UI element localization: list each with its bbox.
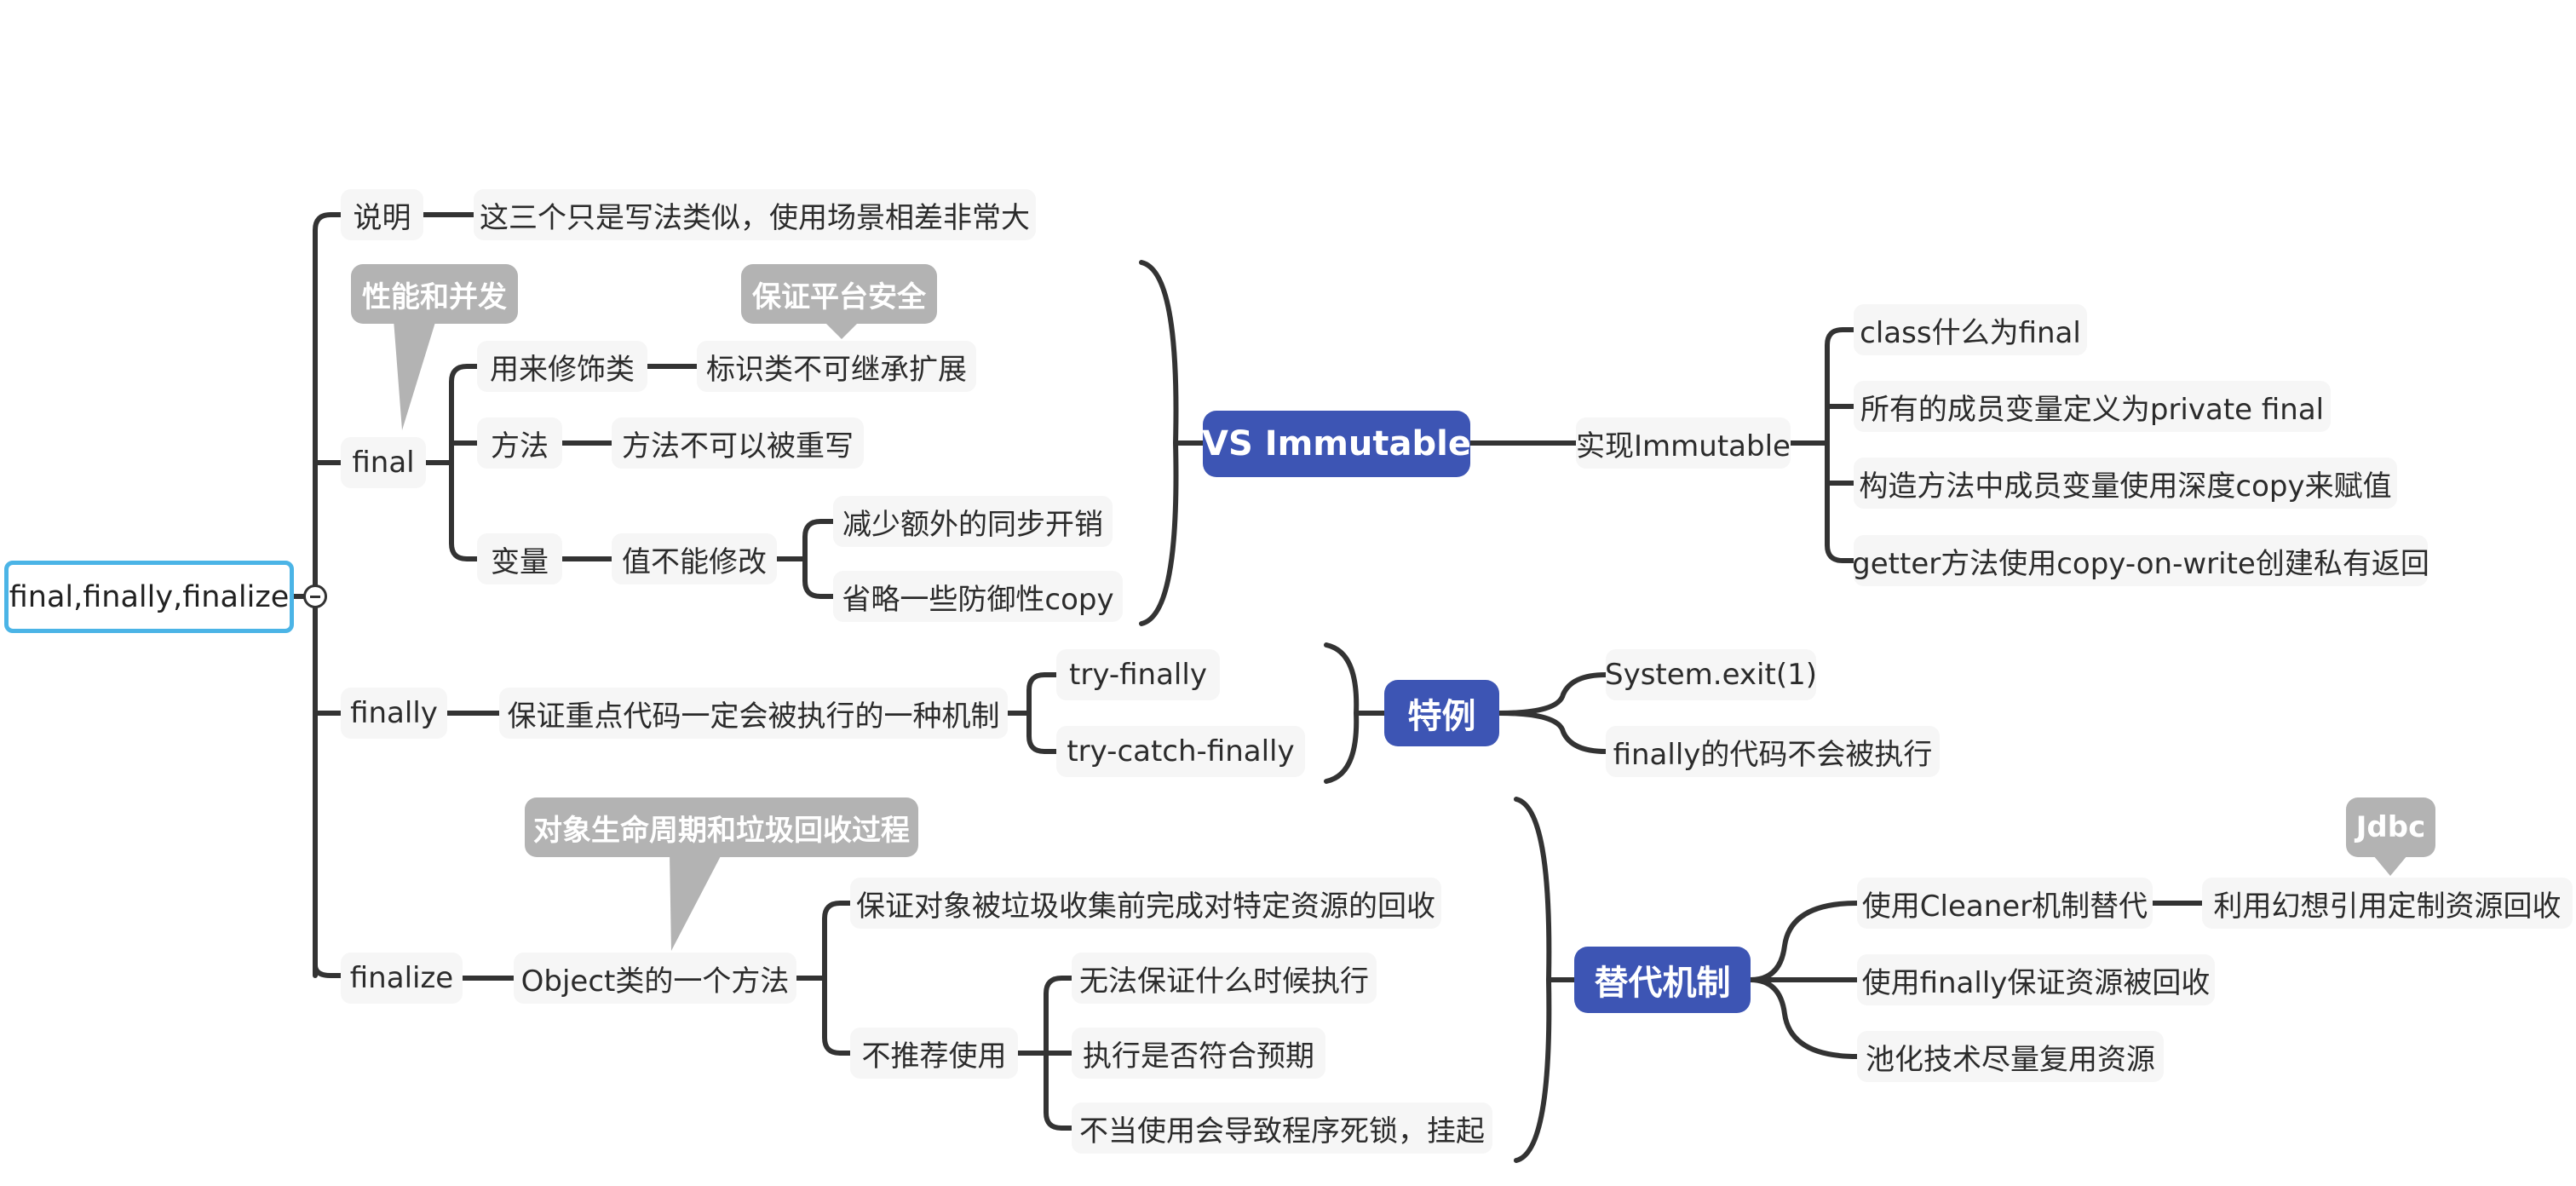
collapse-toggle-icon[interactable] (303, 584, 327, 608)
callout-pointer (2373, 855, 2407, 876)
topic-special-case-item[interactable]: finally的代码不会被执行 (1606, 726, 1940, 777)
topic-finalize-reason[interactable]: 保证对象被垃圾收集前完成对特定资源的回收 (850, 878, 1441, 929)
topic-alternative-item[interactable]: 使用Cleaner机制替代 (1857, 878, 2153, 929)
topic-shuoming[interactable]: 说明 (341, 189, 423, 240)
callout-text: 保证平台安全 (741, 264, 937, 324)
topic-alternative-item[interactable]: 池化技术尽量复用资源 (1857, 1031, 2164, 1082)
topic-immutable-item[interactable]: 所有的成员变量定义为private final (1854, 381, 2331, 432)
topic-implement-immutable[interactable]: 实现Immutable (1576, 417, 1791, 469)
topic-not-recommended[interactable]: 不推荐使用 (850, 1028, 1018, 1079)
callout-text: 对象生命周期和垃圾回收过程 (525, 797, 918, 857)
callout-final: 性能和并发 (351, 264, 518, 430)
summary-vs-immutable[interactable]: VS Immutable (1202, 411, 1471, 477)
callout-pointer (670, 853, 722, 951)
topic-finally[interactable]: finally (341, 688, 447, 739)
topic-final-variable-detail[interactable]: 值不能修改 (612, 533, 777, 584)
topic-variable-sub[interactable]: 省略一些防御性copy (833, 571, 1123, 622)
topic-variable-sub[interactable]: 减少额外的同步开销 (833, 496, 1113, 547)
topic-final-class[interactable]: 用来修饰类 (477, 341, 647, 392)
topic-special-case-item[interactable]: System.exit(1) (1605, 649, 1817, 700)
topic-immutable-item[interactable]: getter方法使用copy-on-write创建私有返回 (1852, 535, 2429, 586)
topic-alternative-item[interactable]: 使用finally保证资源被回收 (1857, 954, 2215, 1005)
callout-jdbc: Jdbc (2346, 797, 2435, 878)
topic-not-recommended-sub[interactable]: 不当使用会导致程序死锁，挂起 (1072, 1103, 1492, 1154)
topic-immutable-item[interactable]: class什么为final (1854, 304, 2087, 355)
topic-finally-sub[interactable]: try-catch-finally (1056, 726, 1305, 777)
callout-pointer (394, 320, 436, 430)
topic-final-method[interactable]: 方法 (477, 417, 562, 469)
callout-pointer (825, 322, 859, 339)
topic-finalize-detail[interactable]: Object类的一个方法 (514, 953, 796, 1004)
summary-alternative[interactable]: 替代机制 (1574, 947, 1751, 1013)
topic-final-variable[interactable]: 变量 (477, 533, 562, 584)
topic-not-recommended-sub[interactable]: 执行是否符合预期 (1072, 1028, 1325, 1079)
topic-final-class-detail[interactable]: 标识类不可继承扩展 (697, 341, 976, 392)
topic-not-recommended-sub[interactable]: 无法保证什么时候执行 (1072, 953, 1377, 1004)
root-topic[interactable]: final,finally,finalize (4, 561, 294, 633)
topic-immutable-item[interactable]: 构造方法中成员变量使用深度copy来赋值 (1854, 458, 2397, 509)
topic-finally-detail[interactable]: 保证重点代码一定会被执行的一种机制 (499, 688, 1008, 739)
callout-text: 性能和并发 (351, 264, 518, 324)
callout-finalize: 对象生命周期和垃圾回收过程 (525, 797, 918, 951)
callout-text: Jdbc (2346, 797, 2435, 857)
topic-finally-sub[interactable]: try-finally (1056, 649, 1220, 700)
topic-alternative-item-detail[interactable]: 利用幻想引用定制资源回收 (2202, 878, 2573, 929)
topic-shuoming-detail[interactable]: 这三个只是写法类似，使用场景相差非常大 (474, 189, 1036, 240)
topic-final[interactable]: final (341, 437, 426, 488)
callout-platform-safety: 保证平台安全 (741, 264, 937, 341)
summary-special-case[interactable]: 特例 (1384, 680, 1499, 746)
topic-finalize[interactable]: finalize (341, 953, 463, 1004)
topic-final-method-detail[interactable]: 方法不可以被重写 (612, 417, 864, 469)
